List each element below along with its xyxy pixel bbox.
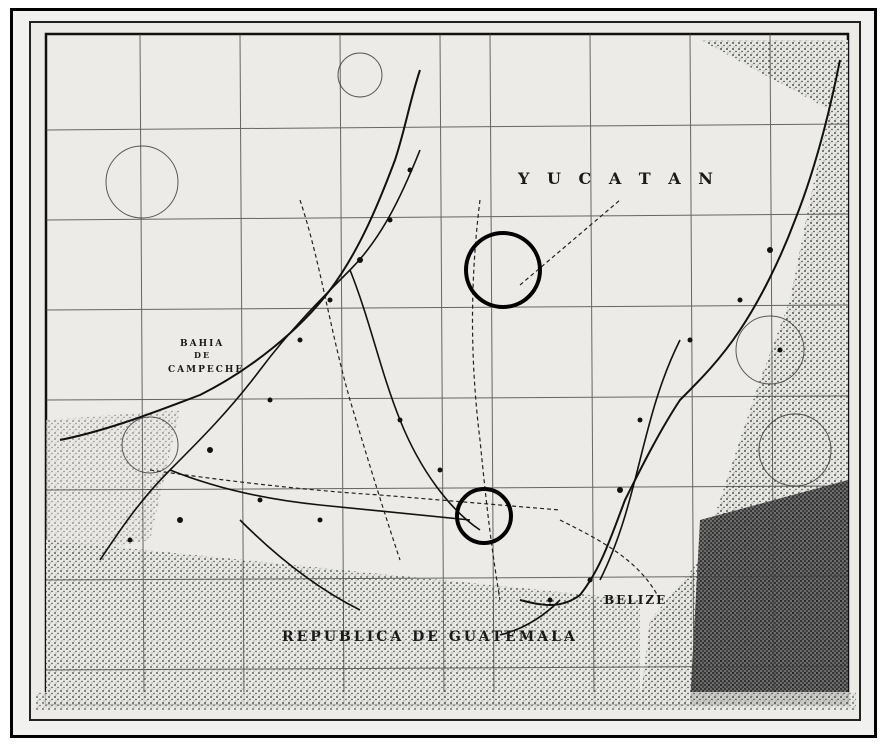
label-bahia-3: CAMPECHE	[168, 365, 244, 375]
graticule	[45, 33, 849, 705]
settlements	[127, 167, 783, 603]
coastline-gulf	[59, 69, 421, 441]
label-bahia-2: DE	[194, 350, 211, 360]
stipple-west	[46, 410, 180, 560]
marked-circle-south	[455, 487, 513, 545]
boundaries	[149, 199, 661, 601]
coastline-caribbean	[519, 59, 841, 606]
label-belize: BELIZE	[604, 593, 667, 607]
stipple-southeast-dense	[690, 480, 848, 704]
stipple-south	[46, 540, 640, 704]
label-bahia-1: BAHIA	[180, 339, 224, 349]
label-guatemala: REPUBLICA DE GUATEMALA	[282, 629, 578, 645]
bottom-border-band	[36, 692, 856, 710]
thin-circles	[105, 52, 832, 487]
label-yucatan: Y U C A T A N	[517, 169, 719, 188]
marked-circle-north	[464, 231, 542, 309]
